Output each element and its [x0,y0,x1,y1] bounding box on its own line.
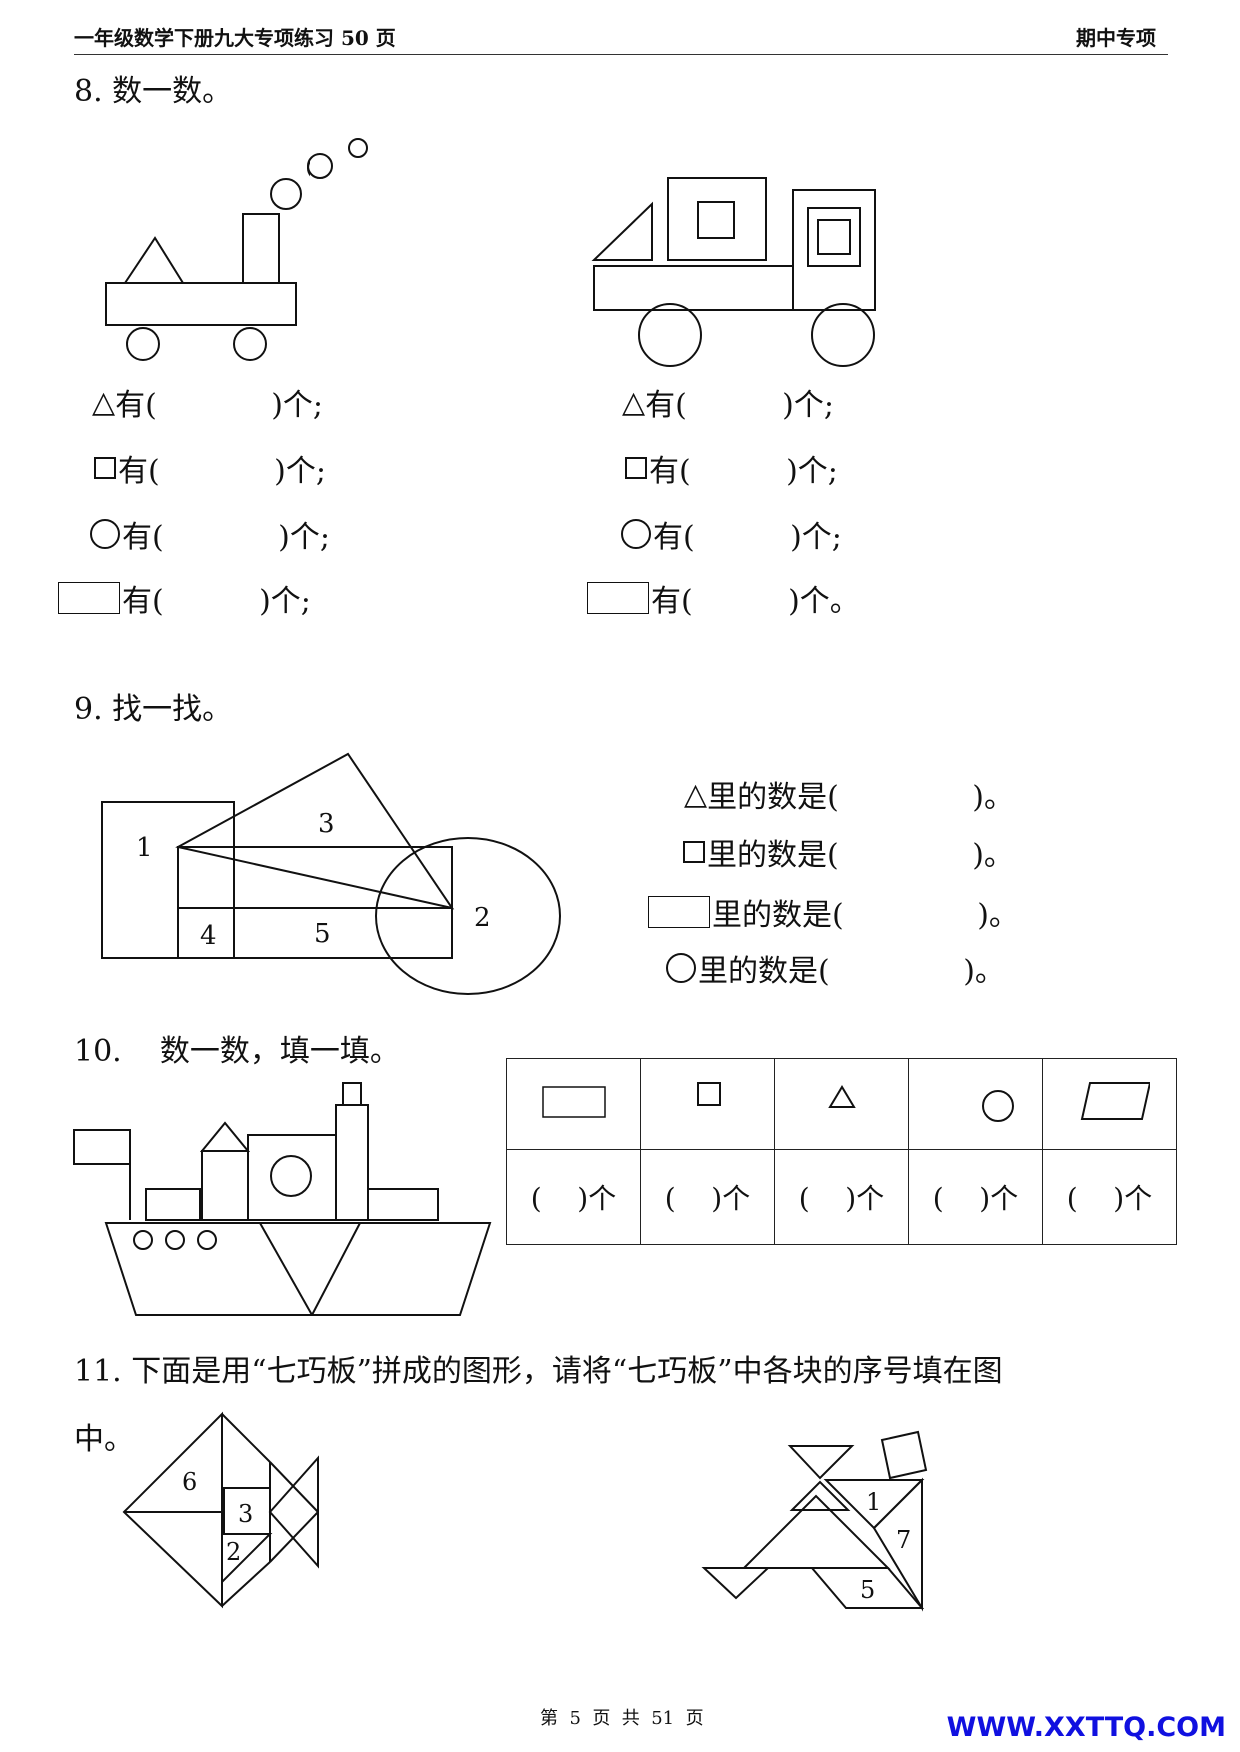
page-number: 第 5 页 共 51 页 [540,1708,704,1729]
q10-col-rectangle [506,1058,641,1150]
q8-right-row-square: 有( )个; [625,446,838,490]
truck-cab-square [697,201,735,239]
truck-box-inner-rect [807,207,861,267]
truck-wheel-1 [638,303,702,367]
q10-blank-parallelogram[interactable]: ( )个 [1042,1149,1177,1245]
q8-smoke-extra [307,138,368,179]
bird-label-7: 7 [896,1526,911,1554]
square-icon [683,841,705,863]
q8-left-row-circle: 有( )个; [90,512,330,556]
rectangle-icon [587,582,649,614]
q8-right-row-rectangle: 有( )个。 [587,576,860,620]
q10-blank-rectangle[interactable]: ( )个 [506,1149,641,1245]
train-triangle [123,236,185,284]
q10-col-parallelogram [1042,1058,1177,1150]
truck-triangle [591,201,653,261]
truck-cab-rect [667,177,767,261]
q11-fish-figure: 6 3 2 [122,1411,319,1609]
q9-label-5: 5 [314,919,331,949]
fish-body [122,1411,223,1609]
q9-rectangle [177,846,453,959]
q9-row-circle: 里的数是( )。 [666,946,1005,990]
q10-col-square [640,1058,775,1150]
smoke-circle-1 [270,178,302,210]
circle-icon [621,519,651,549]
q9-label-2: 2 [474,903,491,933]
q9-label-4: 4 [200,921,217,951]
q10-blank-triangle[interactable]: ( )个 [774,1149,909,1245]
q9-triangle [175,752,455,910]
q11-title-line2: 中。 [74,1422,134,1457]
bird-label-5: 5 [860,1576,875,1604]
q9-row-triangle: △里的数是( )。 [684,776,1014,816]
header-title: 一年级数学下册九大专项练习 50 页 [74,26,396,50]
train-wheel-2 [233,327,267,361]
truck-box-rect [792,189,876,311]
triangle-icon: △ [92,384,116,420]
q10-blank-circle[interactable]: ( )个 [908,1149,1043,1245]
fish-label-3: 3 [238,1500,253,1528]
q10-col-triangle [774,1058,909,1150]
parallelogram-icon [1080,1081,1151,1120]
rectangle-icon [541,1085,606,1118]
site-brand: WWW.XXTTQ.COM [946,1712,1226,1743]
q9-circle [375,837,561,995]
triangle-icon: △ [622,384,646,420]
q10-ship-figure [73,1082,492,1316]
q9-square [101,801,235,959]
rectangle-icon [648,896,710,928]
q8-right-row-circle: 有( )个; [621,512,842,556]
q11-title-line1: 11. 下面是用“七巧板”拼成的图形，请将“七巧板”中各块的序号填在图 [74,1354,1003,1389]
circle-icon [666,953,696,983]
fish-tail [268,1455,319,1569]
bird-piece-7 [872,1477,923,1612]
bird-piece-5 [809,1567,925,1609]
header-divider [74,54,1168,55]
truck-chassis-rect [593,265,794,311]
bird-head [787,1445,855,1480]
train-body-rect [105,282,297,326]
train-chimney-rect [242,213,280,284]
bird-tail [701,1567,771,1600]
q10-count-table: ( )个 ( )个 ( )个 ( )个 ( )个 [506,1058,1177,1245]
q8-left-row-rectangle: 有( )个; [58,576,311,620]
q8-right-row-triangle: △有( )个; [622,384,834,424]
bird-square [880,1430,928,1480]
square-icon [625,457,647,479]
q8-train-figure [105,159,310,361]
header-section: 期中专项 [1076,26,1156,50]
q8-truck-figure [591,177,876,367]
rectangle-icon [58,582,120,614]
truck-box-square [817,219,851,255]
square-icon [696,1081,721,1106]
q9-figure: 1 3 4 5 2 [101,752,561,995]
ship-flag [73,1129,131,1165]
q8-left-row-square: 有( )个; [94,446,326,490]
circle-icon [90,519,120,549]
q8-left-row-triangle: △有( )个; [92,384,324,424]
circle-icon [981,1089,1014,1122]
q11-bird-figure: 1 7 5 [701,1430,928,1612]
q8-title: 8. 数一数。 [74,74,233,109]
q9-title: 9. 找一找。 [74,692,233,727]
bird-label-1: 1 [866,1488,881,1516]
triangle-icon: △ [684,776,708,812]
truck-wheel-2 [811,303,875,367]
fish-piece-2 [221,1533,273,1585]
square-icon [94,457,116,479]
train-wheel-1 [126,327,160,361]
fish-label-2: 2 [226,1538,241,1566]
q9-row-rectangle: 里的数是( )。 [648,890,1019,934]
q10-title: 10. 数一数，填一填。 [74,1034,400,1069]
triangle-icon [827,1084,856,1108]
fish-label-6: 6 [182,1468,197,1496]
q9-label-1: 1 [136,833,153,863]
q9-row-square: 里的数是( )。 [683,830,1014,874]
q9-label-3: 3 [318,809,335,839]
q10-blank-square[interactable]: ( )个 [640,1149,775,1245]
q10-col-circle [908,1058,1043,1150]
